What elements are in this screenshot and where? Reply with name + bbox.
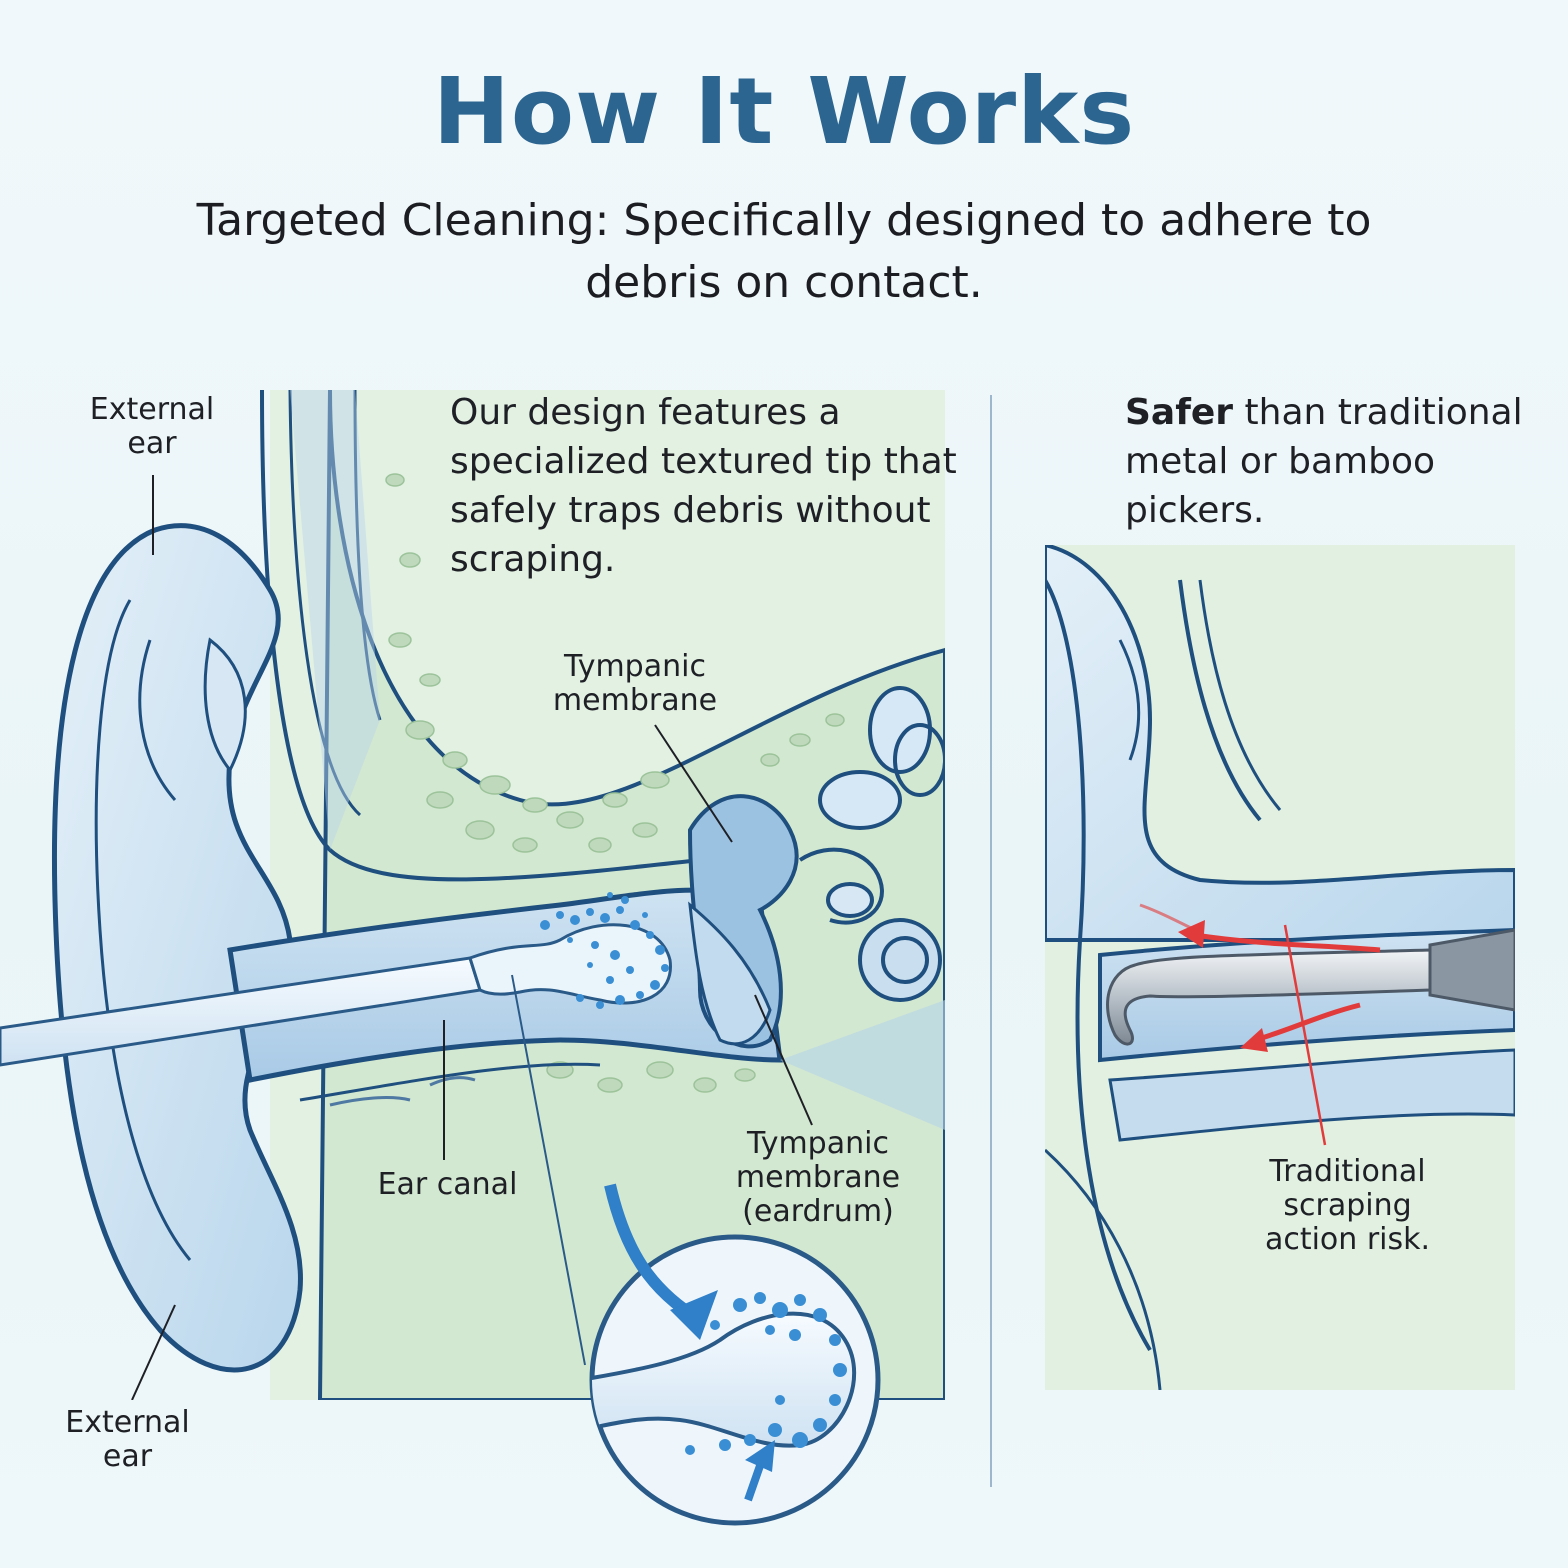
semicircular-canals [818, 686, 945, 1002]
page-subtitle: Targeted Cleaning: Specifically designed… [196, 195, 1372, 308]
right-description: Safer than traditional metal or bamboo p… [1125, 388, 1545, 535]
label-scraping-risk: Traditional scraping action risk. [1264, 1154, 1431, 1257]
panel-divider [990, 395, 992, 1487]
label-ear-canal: Ear canal [377, 1167, 518, 1202]
right-description-rest: than traditional metal or bamboo pickers… [1125, 392, 1523, 531]
left-ear-cross-section [0, 390, 945, 1400]
callout-lines [131, 475, 813, 1400]
spongy-bone-pattern [385, 473, 845, 1093]
safer-bold-label: Safer [1125, 392, 1234, 433]
label-tympanic-membrane: Tympanic membrane [552, 649, 718, 718]
right-ear-cross-section [1045, 545, 1515, 1390]
label-tympanic-membrane-eardrum: Tympanic membrane (eardrum) [735, 1126, 901, 1229]
left-description: Our design features a specialized textur… [450, 392, 957, 580]
label-external-ear-top: External ear [89, 392, 215, 461]
magnified-tip-callout [589, 1183, 881, 1526]
label-external-ear-bottom: External ear [65, 1405, 190, 1474]
page-title: How It Works [432, 58, 1136, 165]
debris-particles [540, 892, 669, 1009]
